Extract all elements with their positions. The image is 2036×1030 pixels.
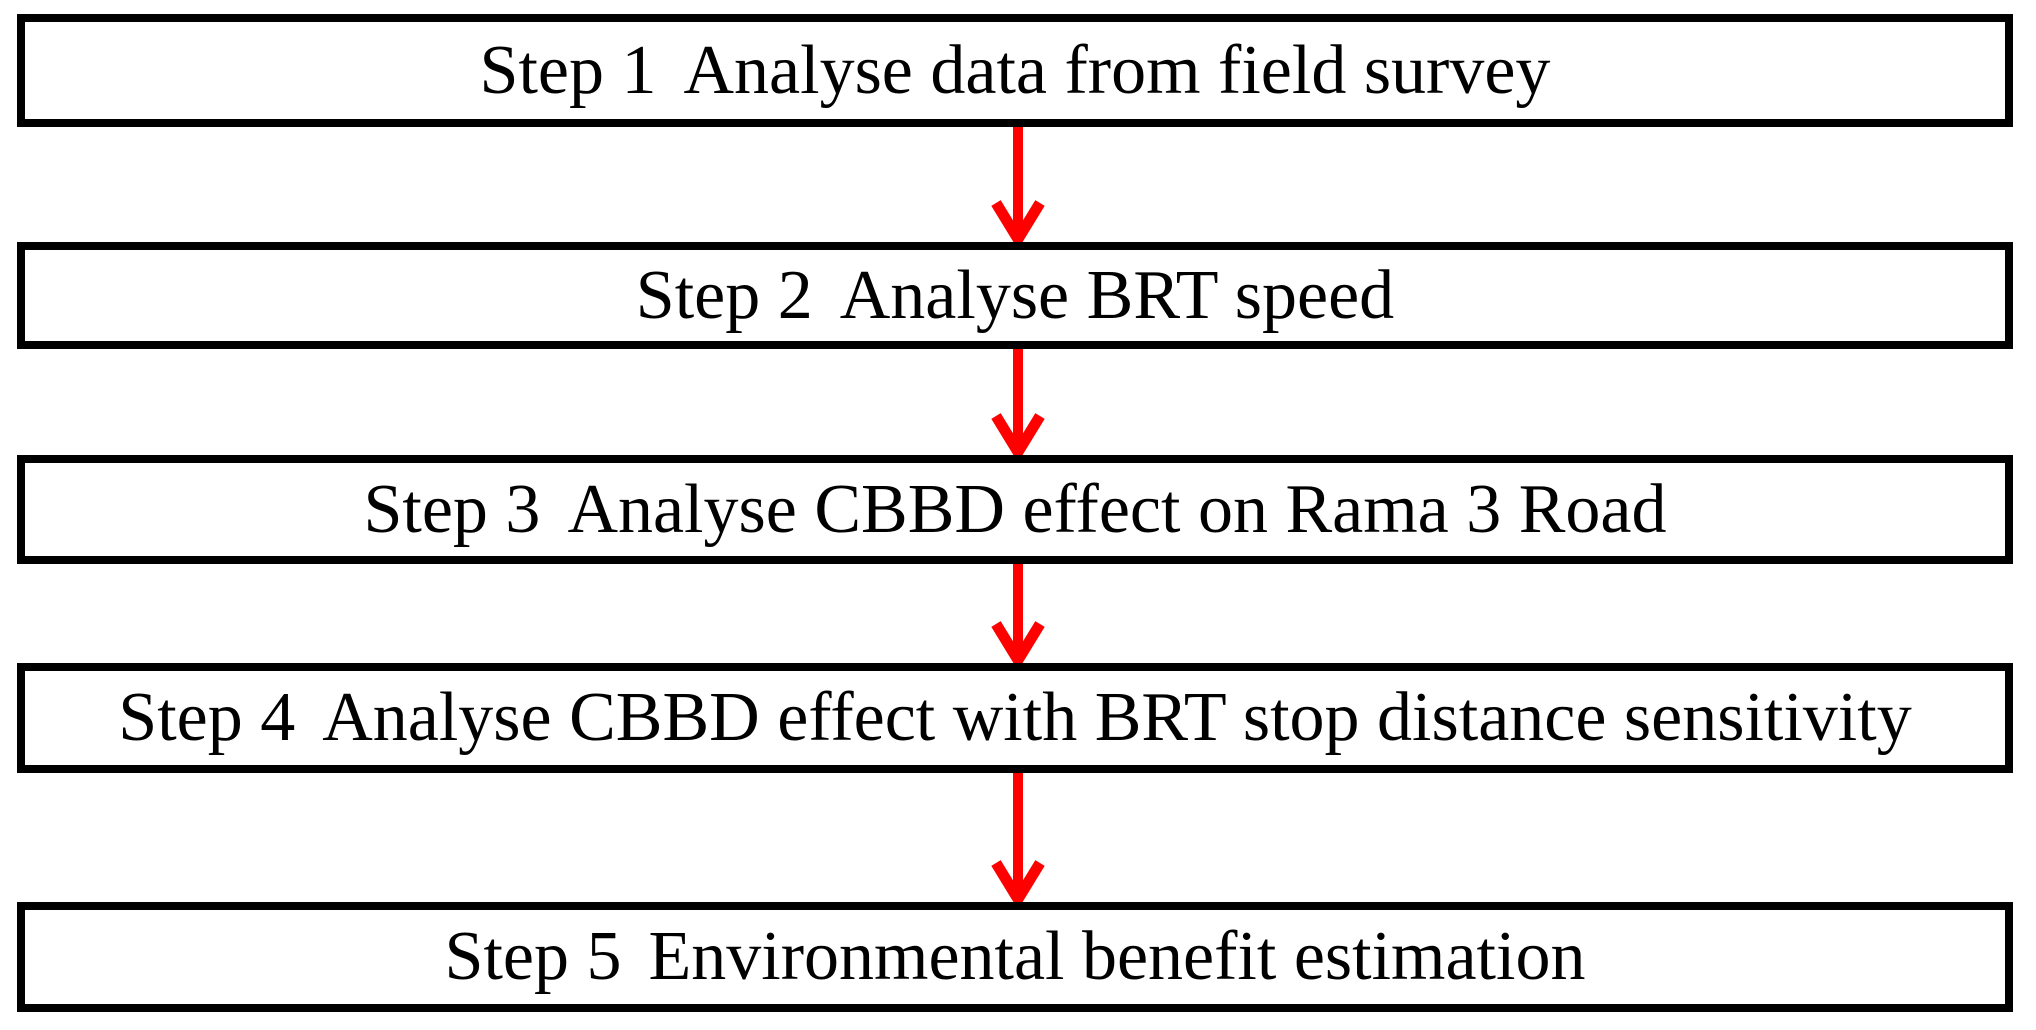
step-2-label: Step 2 — [635, 256, 813, 334]
step-5-label: Step 5 — [444, 918, 622, 995]
step-5-text: Environmental benefit estimation — [648, 918, 1586, 995]
down-arrow-icon — [991, 564, 1045, 671]
step-1-text: Analyse data from field survey — [683, 31, 1551, 109]
step-4-box: Step 4 Analyse CBBD effect with BRT stop… — [17, 663, 2013, 773]
step-4-label: Step 4 — [118, 679, 296, 756]
step-4-text: Analyse CBBD effect with BRT stop distan… — [322, 679, 1912, 756]
step-1-label: Step 1 — [479, 31, 657, 109]
down-arrow-icon — [991, 127, 1045, 250]
step-3-box: Step 3 Analyse CBBD effect on Rama 3 Roa… — [17, 455, 2013, 564]
down-arrow-icon — [991, 773, 1045, 910]
step-1-box: Step 1 Analyse data from field survey — [17, 14, 2013, 127]
step-3-label: Step 3 — [363, 470, 541, 548]
step-5-box: Step 5 Environmental benefit estimation — [17, 902, 2013, 1012]
step-2-box: Step 2 Analyse BRT speed — [17, 242, 2013, 349]
step-3-text: Analyse CBBD effect on Rama 3 Road — [567, 470, 1667, 548]
down-arrow-icon — [991, 349, 1045, 463]
step-2-text: Analyse BRT speed — [839, 256, 1395, 334]
